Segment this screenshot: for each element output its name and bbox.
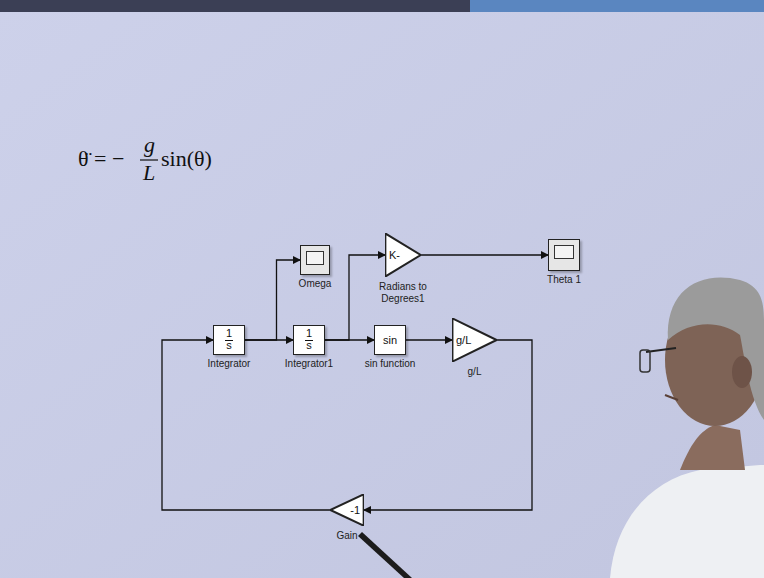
gain-block: K-Radians to Degrees1 — [385, 233, 421, 277]
function-block: sinsin function — [374, 325, 406, 355]
scope-block: Theta 1 — [548, 239, 580, 271]
signal-line — [245, 260, 300, 340]
scope-screen — [554, 245, 574, 259]
signal-line — [364, 340, 532, 510]
scope-screen — [306, 251, 324, 265]
gain-block: -1Gain — [330, 494, 364, 526]
equation-text: sin(θ) — [161, 146, 212, 172]
block-text: -1 — [350, 504, 360, 516]
block-label: g/L — [468, 366, 482, 378]
block-label: Integrator — [208, 358, 251, 370]
block-label: Omega — [299, 278, 332, 290]
block-text: g/L — [456, 334, 471, 346]
equation-text: L — [143, 160, 155, 186]
block-text: sin — [383, 334, 397, 346]
integrator-block: 1 sIntegrator1 — [293, 325, 325, 355]
block-label: Radians to Degrees1 — [366, 281, 440, 304]
block-text: K- — [389, 249, 400, 261]
block-label: sin function — [365, 358, 416, 370]
gain-block: g/Lg/L — [452, 318, 497, 362]
equation-text: g — [144, 132, 155, 158]
block-label: Gain — [336, 530, 357, 542]
scope-block: Omega — [300, 245, 330, 275]
signal-line — [406, 339, 452, 340]
signal-line — [421, 254, 548, 255]
block-text: 1 s — [305, 328, 313, 351]
block-text: 1 s — [225, 328, 233, 351]
block-label: Theta 1 — [547, 274, 581, 286]
integrator-block: 1 sIntegrator — [213, 325, 245, 355]
equation-text: θ̈ = − — [78, 146, 124, 172]
block-label: Integrator1 — [285, 358, 333, 370]
